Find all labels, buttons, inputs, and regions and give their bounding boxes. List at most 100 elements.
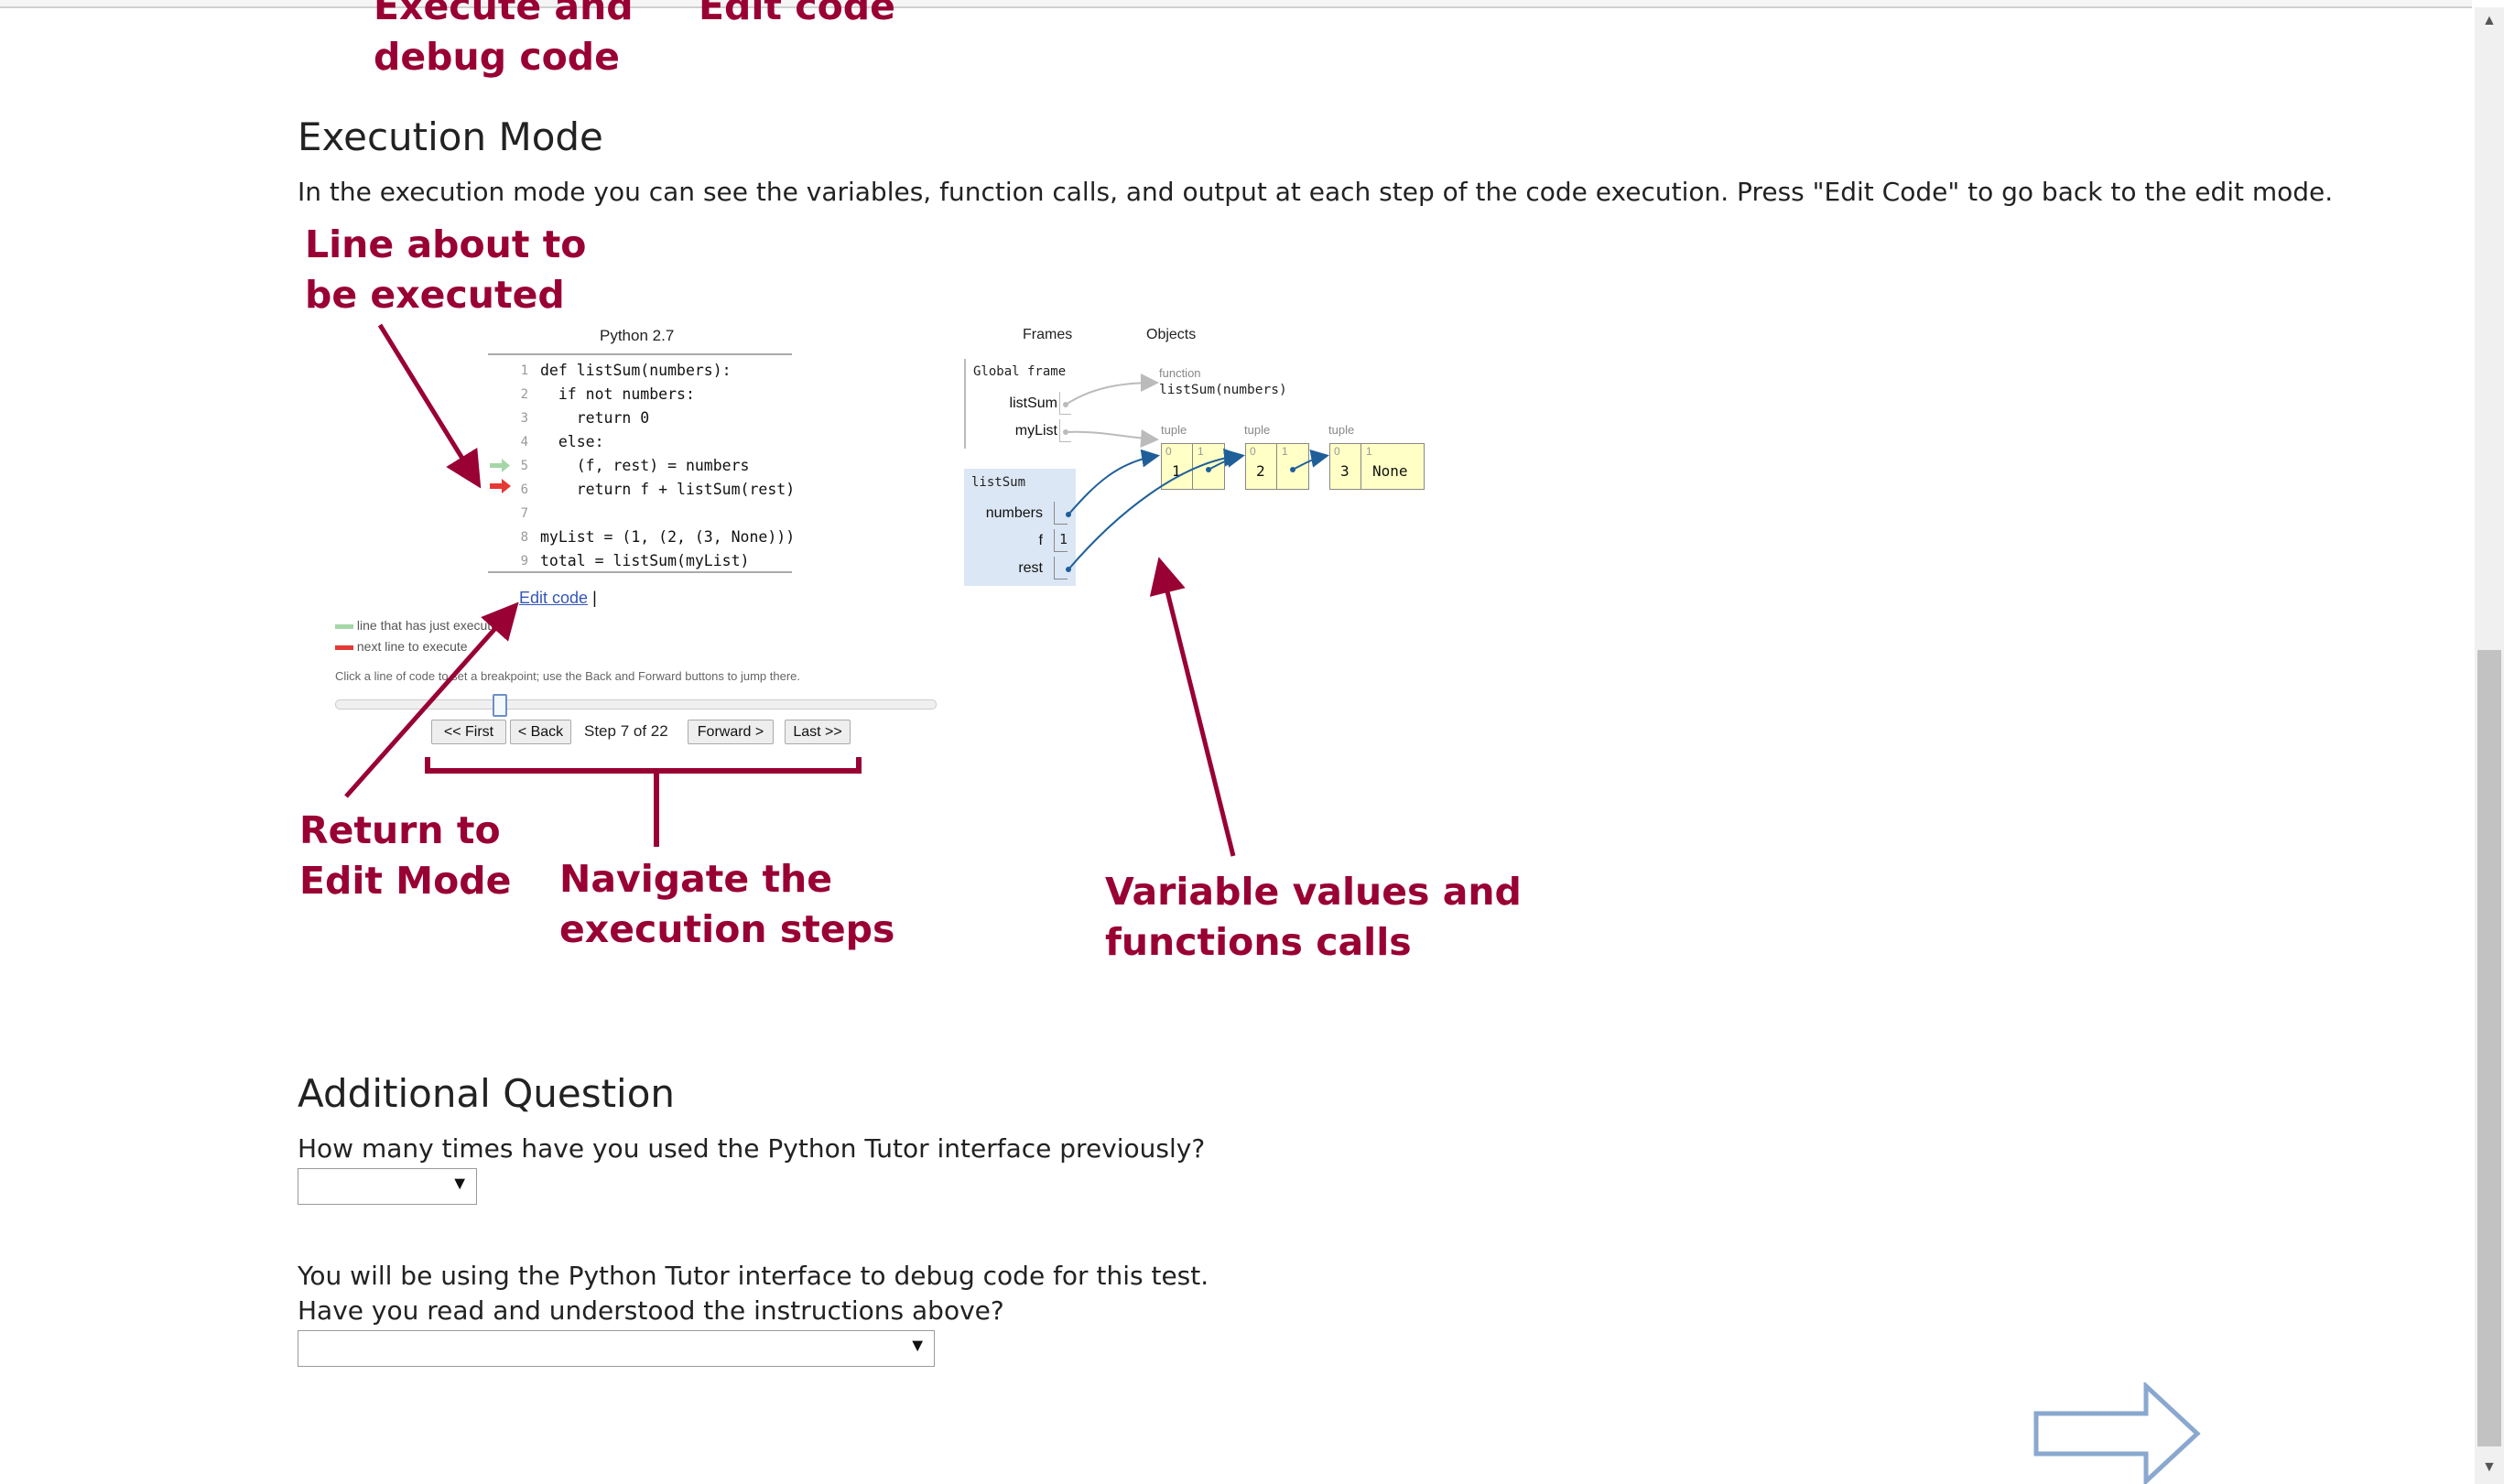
tuple-index: 1 xyxy=(1366,445,1372,458)
function-object: listSum(numbers) xyxy=(1159,383,1287,397)
frames-header: Frames xyxy=(1023,327,1073,342)
annotation-text: Edit Mode xyxy=(299,859,512,903)
annotation-text: Execute and xyxy=(374,0,634,28)
step-slider[interactable] xyxy=(335,694,937,717)
code-top-rule xyxy=(488,353,792,355)
annotation-arrow-variables xyxy=(1149,557,1236,857)
var-f-value: 1 xyxy=(1059,531,1068,547)
code-line[interactable]: 5 (f, rest) = numbers xyxy=(488,454,799,478)
annotation-text: debug code xyxy=(374,35,620,79)
scroll-down-icon[interactable]: ▼ xyxy=(2482,1459,2497,1475)
code-text: return 0 xyxy=(540,409,650,427)
code-line[interactable]: 9 total = listSum(myList) xyxy=(488,549,799,573)
code-line[interactable]: 7 xyxy=(488,502,799,525)
dropdown-arrow-icon: ▼ xyxy=(450,1174,469,1194)
call-frame-title: listSum xyxy=(971,475,1026,490)
annotation-text: Return to xyxy=(299,808,501,852)
annotation-execute-debug: Execute and debug code xyxy=(374,0,634,82)
pointer-listsum xyxy=(1065,374,1159,406)
tuple-cell xyxy=(1276,443,1309,490)
code-line[interactable]: 3 return 0 xyxy=(488,406,799,430)
done-arrow-icon xyxy=(490,459,510,472)
annotation-text: execution steps xyxy=(559,907,895,951)
understood-select[interactable]: ▼ xyxy=(298,1330,935,1367)
execution-mode-heading: Execution Mode xyxy=(298,114,603,159)
annotation-line-about: Line about to be executed xyxy=(305,220,586,320)
tuple-value-none: None xyxy=(1372,462,1408,480)
code-text: return f + listSum(rest) xyxy=(540,481,796,498)
tuple-cell xyxy=(1360,443,1425,490)
slider-handle[interactable] xyxy=(493,694,508,717)
line-number: 4 xyxy=(520,435,528,450)
legend-next: next line to execute xyxy=(335,639,468,654)
navigation-bracket xyxy=(425,757,862,774)
tuple-value: 2 xyxy=(1256,462,1265,480)
code-text: myList = (1, (2, (3, None))) xyxy=(540,528,796,546)
var-cell xyxy=(1054,529,1068,552)
usage-select[interactable]: ▼ xyxy=(298,1168,477,1205)
legend-done: line that has just executed xyxy=(335,618,505,633)
last-button[interactable]: Last >> xyxy=(785,720,851,744)
edit-code-row: Edit code | xyxy=(519,589,597,608)
step-indicator: Step 7 of 22 xyxy=(584,722,668,740)
pointer-dot xyxy=(1290,467,1295,472)
listsum-call-frame: listSum numbers f rest 1 xyxy=(964,469,1076,586)
var-f: f xyxy=(1038,533,1043,548)
question-usage: How many times have you used the Python … xyxy=(298,1133,1206,1164)
forward-button[interactable]: Forward > xyxy=(688,720,774,744)
line-number: 2 xyxy=(520,387,528,402)
next-arrow-icon xyxy=(490,479,511,493)
tuple-label-3: tuple xyxy=(1328,423,1355,437)
annotation-variables: Variable values and functions calls xyxy=(1105,867,1522,968)
line-number: 9 xyxy=(520,554,528,569)
first-button[interactable]: << First xyxy=(431,720,506,744)
legend-next-text: next line to execute xyxy=(356,639,468,654)
tuple-index: 0 xyxy=(1250,445,1256,458)
code-bottom-rule xyxy=(488,571,792,573)
pointer-dot xyxy=(1206,467,1211,472)
execution-mode-description: In the execution mode you can see the va… xyxy=(298,177,2334,207)
pointer-numbers xyxy=(1068,449,1160,515)
var-cell xyxy=(1054,557,1068,580)
annotation-text: Variable values and xyxy=(1105,870,1522,914)
pointer-mylist xyxy=(1065,429,1159,448)
pointer-rest xyxy=(1068,448,1242,570)
scroll-up-icon[interactable]: ▲ xyxy=(2482,13,2497,28)
code-line[interactable]: 2 if not numbers: xyxy=(488,383,799,406)
var-numbers: numbers xyxy=(985,505,1043,521)
pointer-tuple-2 xyxy=(1292,450,1329,471)
annotation-edit-code: Edit code xyxy=(699,0,895,28)
pointer-tuple-1 xyxy=(1208,450,1245,471)
code-line[interactable]: 6 return f + listSum(rest) xyxy=(488,478,799,502)
global-frame-title: Global frame xyxy=(973,364,1067,379)
edit-code-link[interactable]: Edit code xyxy=(519,589,589,607)
next-legend-icon xyxy=(335,645,353,650)
var-cell xyxy=(1059,392,1071,415)
scrollbar-thumb[interactable] xyxy=(2477,650,2501,1446)
tuple-label-2: tuple xyxy=(1244,423,1271,437)
done-legend-icon xyxy=(335,623,353,629)
line-number: 5 xyxy=(520,459,528,473)
tuple-index: 1 xyxy=(1282,445,1288,458)
code-text: (f, rest) = numbers xyxy=(540,457,750,474)
pointer-dot xyxy=(1066,512,1071,517)
pointer-dot xyxy=(1063,429,1068,435)
code-text: else: xyxy=(540,433,604,450)
browser-top-edge xyxy=(0,0,2472,8)
back-button[interactable]: < Back xyxy=(510,720,571,744)
tuple-value: 1 xyxy=(1172,462,1181,480)
next-page-arrow-icon[interactable] xyxy=(2032,1382,2203,1484)
line-number: 6 xyxy=(520,482,528,497)
line-number: 1 xyxy=(520,363,528,378)
edit-code-separator: | xyxy=(592,589,597,607)
question-understood-line1: You will be using the Python Tutor inter… xyxy=(298,1261,1209,1291)
language-label: Python 2.7 xyxy=(600,327,675,344)
code-text: total = listSum(myList) xyxy=(540,552,750,569)
function-type-label: function xyxy=(1159,366,1201,380)
line-number: 7 xyxy=(520,506,528,521)
annotation-arrow-edit xyxy=(344,601,519,798)
code-line[interactable]: 4 else: xyxy=(488,430,799,454)
